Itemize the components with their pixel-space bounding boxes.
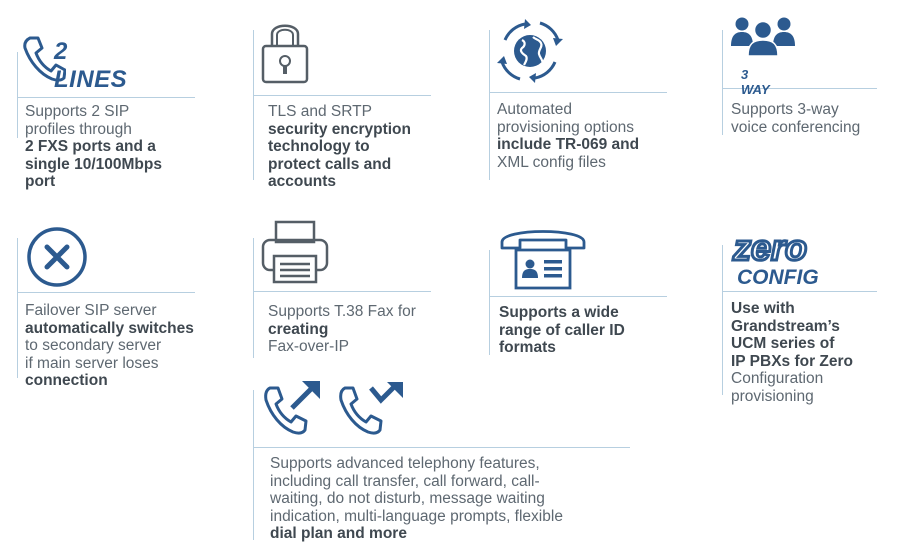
globe-refresh-icon: [495, 18, 565, 89]
divider: [253, 30, 254, 180]
text-line: single 10/100Mbps: [25, 155, 162, 173]
text-line: Automated: [497, 101, 572, 118]
divider: [489, 250, 490, 355]
text-line: IP PBXs for Zero: [731, 352, 854, 370]
text-line: creating: [268, 320, 329, 338]
divider: [722, 245, 723, 395]
divider: [489, 92, 667, 93]
text-line: Supports 2 SIP: [25, 103, 130, 120]
text-line: port: [25, 173, 56, 190]
text-line: range of caller ID: [499, 321, 625, 339]
text-line: indication, multi-language prompts, flex…: [270, 507, 563, 525]
text-line: formats: [499, 339, 556, 356]
text-line: include TR-069 and: [497, 136, 640, 153]
divider: [253, 238, 254, 358]
text-line: XML config files: [497, 153, 606, 171]
feature-text: Use with Grandstream’s UCM series of IP …: [731, 300, 853, 405]
text-line: waiting, do not disturb, message waiting: [270, 490, 545, 507]
text-line: technology to: [268, 138, 370, 155]
feature-text: Supports 2 SIP profiles through 2 FXS po…: [25, 103, 162, 191]
text-line: Supports 3-way: [731, 101, 839, 118]
call-transfer-icon: [262, 378, 328, 447]
zero-config-logo: zero CONFIG: [731, 226, 836, 297]
text-line: accounts: [268, 173, 337, 190]
feature-text: Supports T.38 Fax for creating Fax-over-…: [268, 303, 416, 356]
text-line: dial plan and more: [270, 525, 407, 542]
divider: [17, 238, 18, 378]
text-line: protect calls and: [268, 155, 392, 173]
zero-text: zero: [732, 228, 807, 268]
text-line: provisioning: [731, 387, 814, 405]
feature-text: TLS and SRTP security encryption technol…: [268, 103, 411, 191]
text-line: Supports T.38 Fax for: [268, 303, 416, 320]
divider: [722, 30, 723, 135]
text-line: 2 FXS ports and a: [25, 138, 156, 155]
phone-icon: [22, 34, 67, 87]
text-line: connection: [25, 372, 108, 389]
padlock-icon: [260, 16, 310, 91]
feature-text: Supports 3-way voice conferencing: [731, 101, 860, 136]
feature-text: Failover SIP server automatically switch…: [25, 302, 194, 390]
two-lines-badge: 2 LINES: [54, 38, 128, 93]
divider: [722, 88, 877, 89]
text-line: Supports a wide: [499, 304, 619, 321]
divider: [253, 95, 431, 96]
text-line: Grandstream’s: [731, 317, 840, 335]
text-line: Fax-over-IP: [268, 338, 349, 355]
caller-id-phone-icon: [498, 220, 588, 297]
feature-text: Supports advanced telephony features, in…: [270, 455, 563, 543]
feature-text: Automated provisioning options include T…: [497, 101, 639, 171]
divider: [489, 30, 490, 180]
divider: [253, 447, 630, 448]
text-line: TLS and SRTP: [268, 103, 372, 120]
call-forward-icon: [337, 378, 407, 447]
fax-icon: [260, 220, 330, 289]
text-line: UCM series of: [731, 335, 835, 352]
config-text: CONFIG: [737, 266, 819, 289]
divider: [722, 291, 877, 292]
text-line: security encryption: [268, 120, 411, 138]
text-line: Configuration: [731, 370, 824, 387]
people-group-icon: [730, 14, 796, 75]
text-line: Use with: [731, 300, 795, 317]
three-way-badge: 3 WAY: [741, 67, 770, 97]
divider: [17, 292, 195, 293]
divider: [489, 296, 667, 297]
divider: [17, 52, 18, 138]
divider: [253, 291, 431, 292]
text-line: voice conferencing: [731, 118, 861, 136]
text-line: Supports advanced telephony features,: [270, 455, 540, 472]
divider: [17, 97, 195, 98]
text-line: profiles through: [25, 120, 132, 138]
text-line: Failover SIP server: [25, 302, 157, 319]
text-line: to secondary server: [25, 337, 162, 354]
divider: [253, 390, 254, 540]
text-line: automatically switches: [25, 319, 194, 337]
text-line: including call transfer, call forward, c…: [270, 472, 540, 490]
feature-text: Supports a wide range of caller ID forma…: [499, 304, 625, 357]
text-line: provisioning options: [497, 118, 635, 136]
text-line: if main server loses: [25, 354, 159, 372]
close-circle-icon: [25, 225, 89, 294]
